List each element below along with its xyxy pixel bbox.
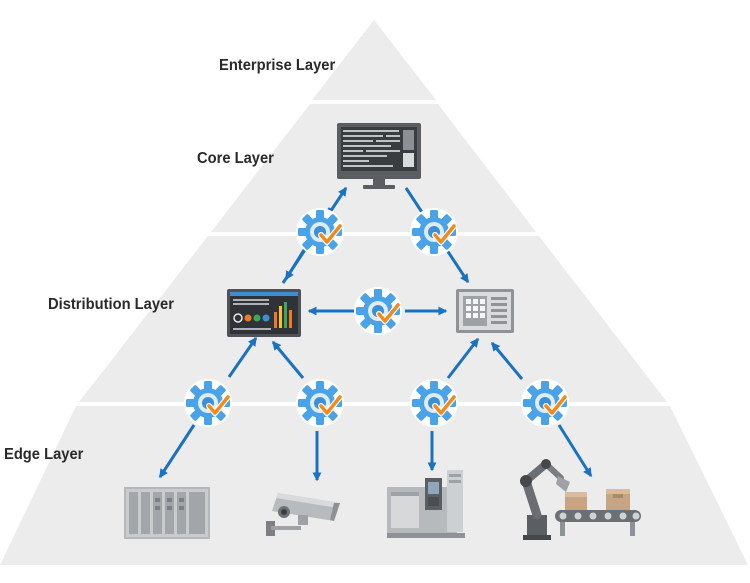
robot-arm-conveyor-icon <box>520 459 641 540</box>
distribution-layer-label: Distribution Layer <box>48 296 174 313</box>
gear-check-icon <box>296 208 344 256</box>
gear-check-icon <box>354 287 402 335</box>
edge-layer-band <box>0 406 748 565</box>
arrow-cnc-to-terminal <box>446 337 480 379</box>
arrow-camera-to-hmi <box>271 340 305 379</box>
plc-cabinet-icon <box>124 487 210 539</box>
core-layer-label: Core Layer <box>197 150 274 167</box>
monitor-dashboard-icon <box>337 123 421 189</box>
hmi-panel-icon <box>227 289 301 337</box>
cnc-machine-icon <box>387 470 465 538</box>
gear-check-icon <box>410 208 458 256</box>
security-camera-icon <box>266 493 340 536</box>
gear-check-icon <box>184 379 232 427</box>
gear-check-icon <box>296 379 344 427</box>
arrow-plc-to-hmi <box>227 336 258 378</box>
gear-check-icon <box>410 379 458 427</box>
enterprise-layer-band <box>312 20 436 100</box>
edge-layer-label: Edge Layer <box>4 446 84 463</box>
enterprise-layer-label: Enterprise Layer <box>219 57 336 74</box>
control-terminal-icon <box>456 289 514 333</box>
arrow-robot-to-terminal <box>490 341 524 380</box>
arrow-terminal-to-robot <box>557 424 593 478</box>
arrow-hmi-to-plc <box>158 424 196 479</box>
gear-check-icon <box>521 379 569 427</box>
